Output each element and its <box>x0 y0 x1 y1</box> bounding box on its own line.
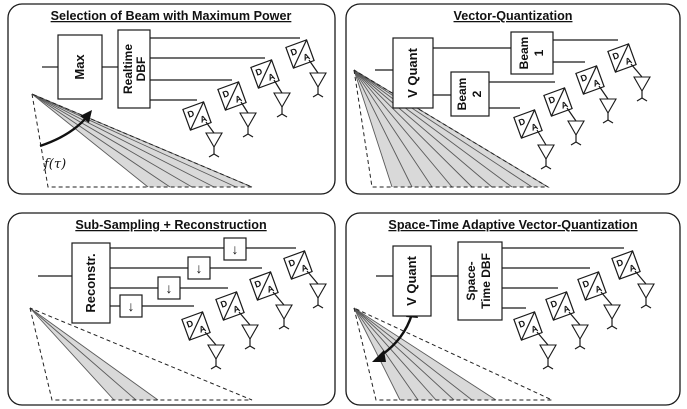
da-label-a: A <box>232 303 242 315</box>
function-label: f(τ) <box>43 157 66 172</box>
vquant-label: V Quant <box>405 47 420 98</box>
da-chain <box>513 43 651 170</box>
reconstr-label: Reconstr. <box>83 253 98 312</box>
panel-beam-selection: Selection of Beam with Maximum Power f(τ… <box>7 3 336 195</box>
da-label-d: D <box>253 278 263 290</box>
downsample-blocks: ↓ ↓ ↓ ↓ <box>119 237 247 318</box>
panel-title: Space-Time Adaptive Vector-Quantization <box>388 218 637 232</box>
beam2-label-line1: Beam <box>455 78 469 111</box>
beam-fan <box>353 307 553 401</box>
da-label-a: A <box>628 262 638 274</box>
panel-title: Selection of Beam with Maximum Power <box>51 9 292 23</box>
beam2-block <box>450 71 490 117</box>
stdbf-label-line1: Space- <box>464 261 478 300</box>
downsample-symbol: ↓ <box>166 280 173 296</box>
da-label-d: D <box>185 318 195 330</box>
da-label-d: D <box>517 116 527 128</box>
beam1-block <box>510 31 554 75</box>
downsample-block <box>119 294 143 318</box>
da-label-d: D <box>287 257 297 269</box>
da-label-d: D <box>219 298 229 310</box>
reconstr-block <box>71 242 111 324</box>
panel-vector-quantization: Vector-Quantization V Quant Beam 1 Beam … <box>345 3 681 195</box>
steering-arrow <box>39 110 92 148</box>
da-label-a: A <box>199 113 209 125</box>
da-label-d: D <box>254 66 264 78</box>
downsample-block <box>187 256 211 280</box>
vquant-block <box>392 245 432 317</box>
panel-title: Sub-Sampling + Reconstruction <box>75 218 266 232</box>
da-label-a: A <box>300 262 310 274</box>
da-label-d: D <box>547 94 557 106</box>
da-label-d: D <box>549 298 559 310</box>
da-chain <box>181 250 327 370</box>
stdbf-label-line2: Time DBF <box>479 253 493 309</box>
da-label-d: D <box>289 46 299 58</box>
beam1-label-line2: 1 <box>532 49 546 56</box>
panel-title: Vector-Quantization <box>454 9 573 23</box>
da-label-d: D <box>579 72 589 84</box>
vquant-label: V Quant <box>404 255 419 306</box>
dbf-label-line2: DBF <box>134 57 148 82</box>
downsample-symbol: ↓ <box>196 260 203 276</box>
downsample-symbol: ↓ <box>232 241 239 257</box>
realtime-dbf-block <box>117 29 151 109</box>
panel-sub-sampling: Sub-Sampling + Reconstruction Reconstr. … <box>7 212 336 406</box>
da-label-a: A <box>562 303 572 315</box>
da-label-d: D <box>611 50 621 62</box>
da-label-a: A <box>198 323 208 335</box>
vquant-block <box>392 37 434 109</box>
da-label-d: D <box>615 257 625 269</box>
da-label-a: A <box>266 283 276 295</box>
da-label-a: A <box>530 323 540 335</box>
beam1-label-line1: Beam <box>517 37 531 70</box>
da-label-a: A <box>234 93 244 105</box>
space-time-dbf-block <box>457 241 503 321</box>
da-label-a: A <box>302 51 312 63</box>
beam-fan <box>29 307 253 401</box>
da-label-a: A <box>624 55 634 67</box>
da-label-a: A <box>594 283 604 295</box>
da-label-a: A <box>560 99 570 111</box>
panel-space-time-vq: Space-Time Adaptive Vector-Quantization … <box>345 212 681 406</box>
da-label-d: D <box>517 318 527 330</box>
da-chain <box>513 250 655 370</box>
da-label-a: A <box>530 121 540 133</box>
da-label-d: D <box>186 108 196 120</box>
max-label: Max <box>72 54 87 80</box>
downsample-block <box>157 276 181 300</box>
da-label-a: A <box>267 71 277 83</box>
da-label-d: D <box>221 88 231 100</box>
da-chain <box>182 39 327 158</box>
da-label-d: D <box>581 278 591 290</box>
max-block <box>57 34 103 100</box>
da-label-a: A <box>592 77 602 89</box>
beam2-label-line2: 2 <box>470 90 484 97</box>
downsample-block <box>223 237 247 261</box>
downsample-symbol: ↓ <box>128 298 135 314</box>
dbf-label-line1: Realtime <box>121 44 135 94</box>
